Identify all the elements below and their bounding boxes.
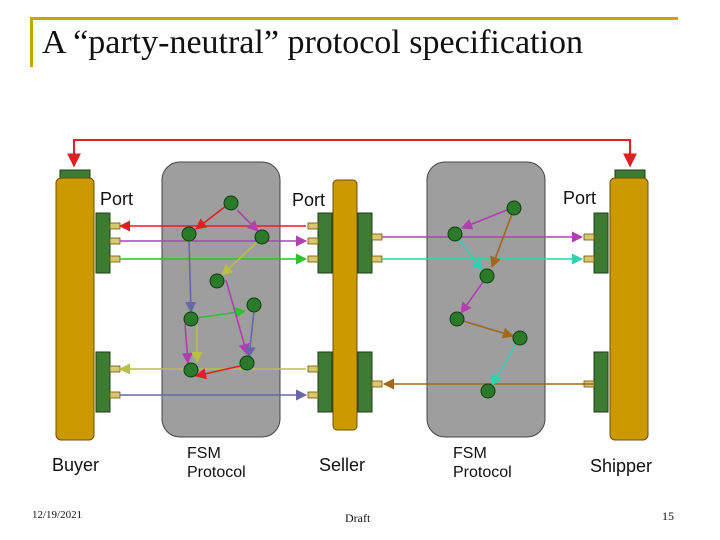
state-node (512, 330, 528, 346)
seller-port-left-upper (317, 212, 333, 274)
seller-port-right-upper (357, 212, 373, 274)
fsm-right-transitions (458, 209, 517, 386)
state-node (181, 226, 197, 242)
fsm-left-states (181, 195, 270, 378)
state-node (183, 311, 199, 327)
buyer-port-lower (95, 351, 111, 413)
fsm-label-right-line1: FSM (453, 445, 487, 462)
fsm-label-left-line1: FSM (187, 445, 221, 462)
port-label-seller: Port (292, 190, 326, 210)
title-frame-left-rule (30, 17, 33, 67)
state-node (223, 195, 239, 211)
fsm-label-left: FSM Protocol (187, 444, 246, 482)
footer-date: 12/19/2021 (32, 509, 83, 521)
state-node (506, 200, 522, 216)
title-frame-top-rule (30, 17, 678, 20)
seller-bar (332, 179, 358, 431)
port-label-shipper: Port (563, 188, 597, 208)
slide-title: A “party-neutral” protocol specification (42, 24, 583, 61)
seller-port-left-lower (317, 351, 333, 413)
state-node (239, 355, 255, 371)
seller-port-right-lower (357, 351, 373, 413)
fsm-label-left-line2: Protocol (187, 464, 246, 481)
state-node (447, 226, 463, 242)
footer-center-text: Draft (345, 511, 371, 525)
state-node (246, 297, 262, 313)
state-node (449, 311, 465, 327)
page-number: 15 (662, 509, 674, 523)
state-node (479, 268, 495, 284)
fsm-right-states (447, 200, 528, 399)
fsm-left-transitions (181, 205, 259, 380)
state-node (209, 273, 225, 289)
buyer-port-upper (95, 212, 111, 274)
buyer-bar (55, 169, 95, 441)
port-blocks (95, 212, 609, 413)
port-label-buyer: Port (100, 189, 134, 209)
state-node (480, 383, 496, 399)
fsm-label-right: FSM Protocol (453, 444, 512, 482)
state-node (254, 229, 270, 245)
shipper-bar (609, 169, 649, 441)
state-node (183, 362, 199, 378)
party-label-seller: Seller (319, 455, 366, 475)
shipper-port-upper (593, 212, 609, 274)
top-link-buyer-shipper (67, 139, 637, 168)
party-label-buyer: Buyer (52, 455, 100, 475)
party-label-shipper: Shipper (590, 456, 653, 476)
fsm-label-right-line2: Protocol (453, 464, 512, 481)
shipper-port-lower (593, 351, 609, 413)
